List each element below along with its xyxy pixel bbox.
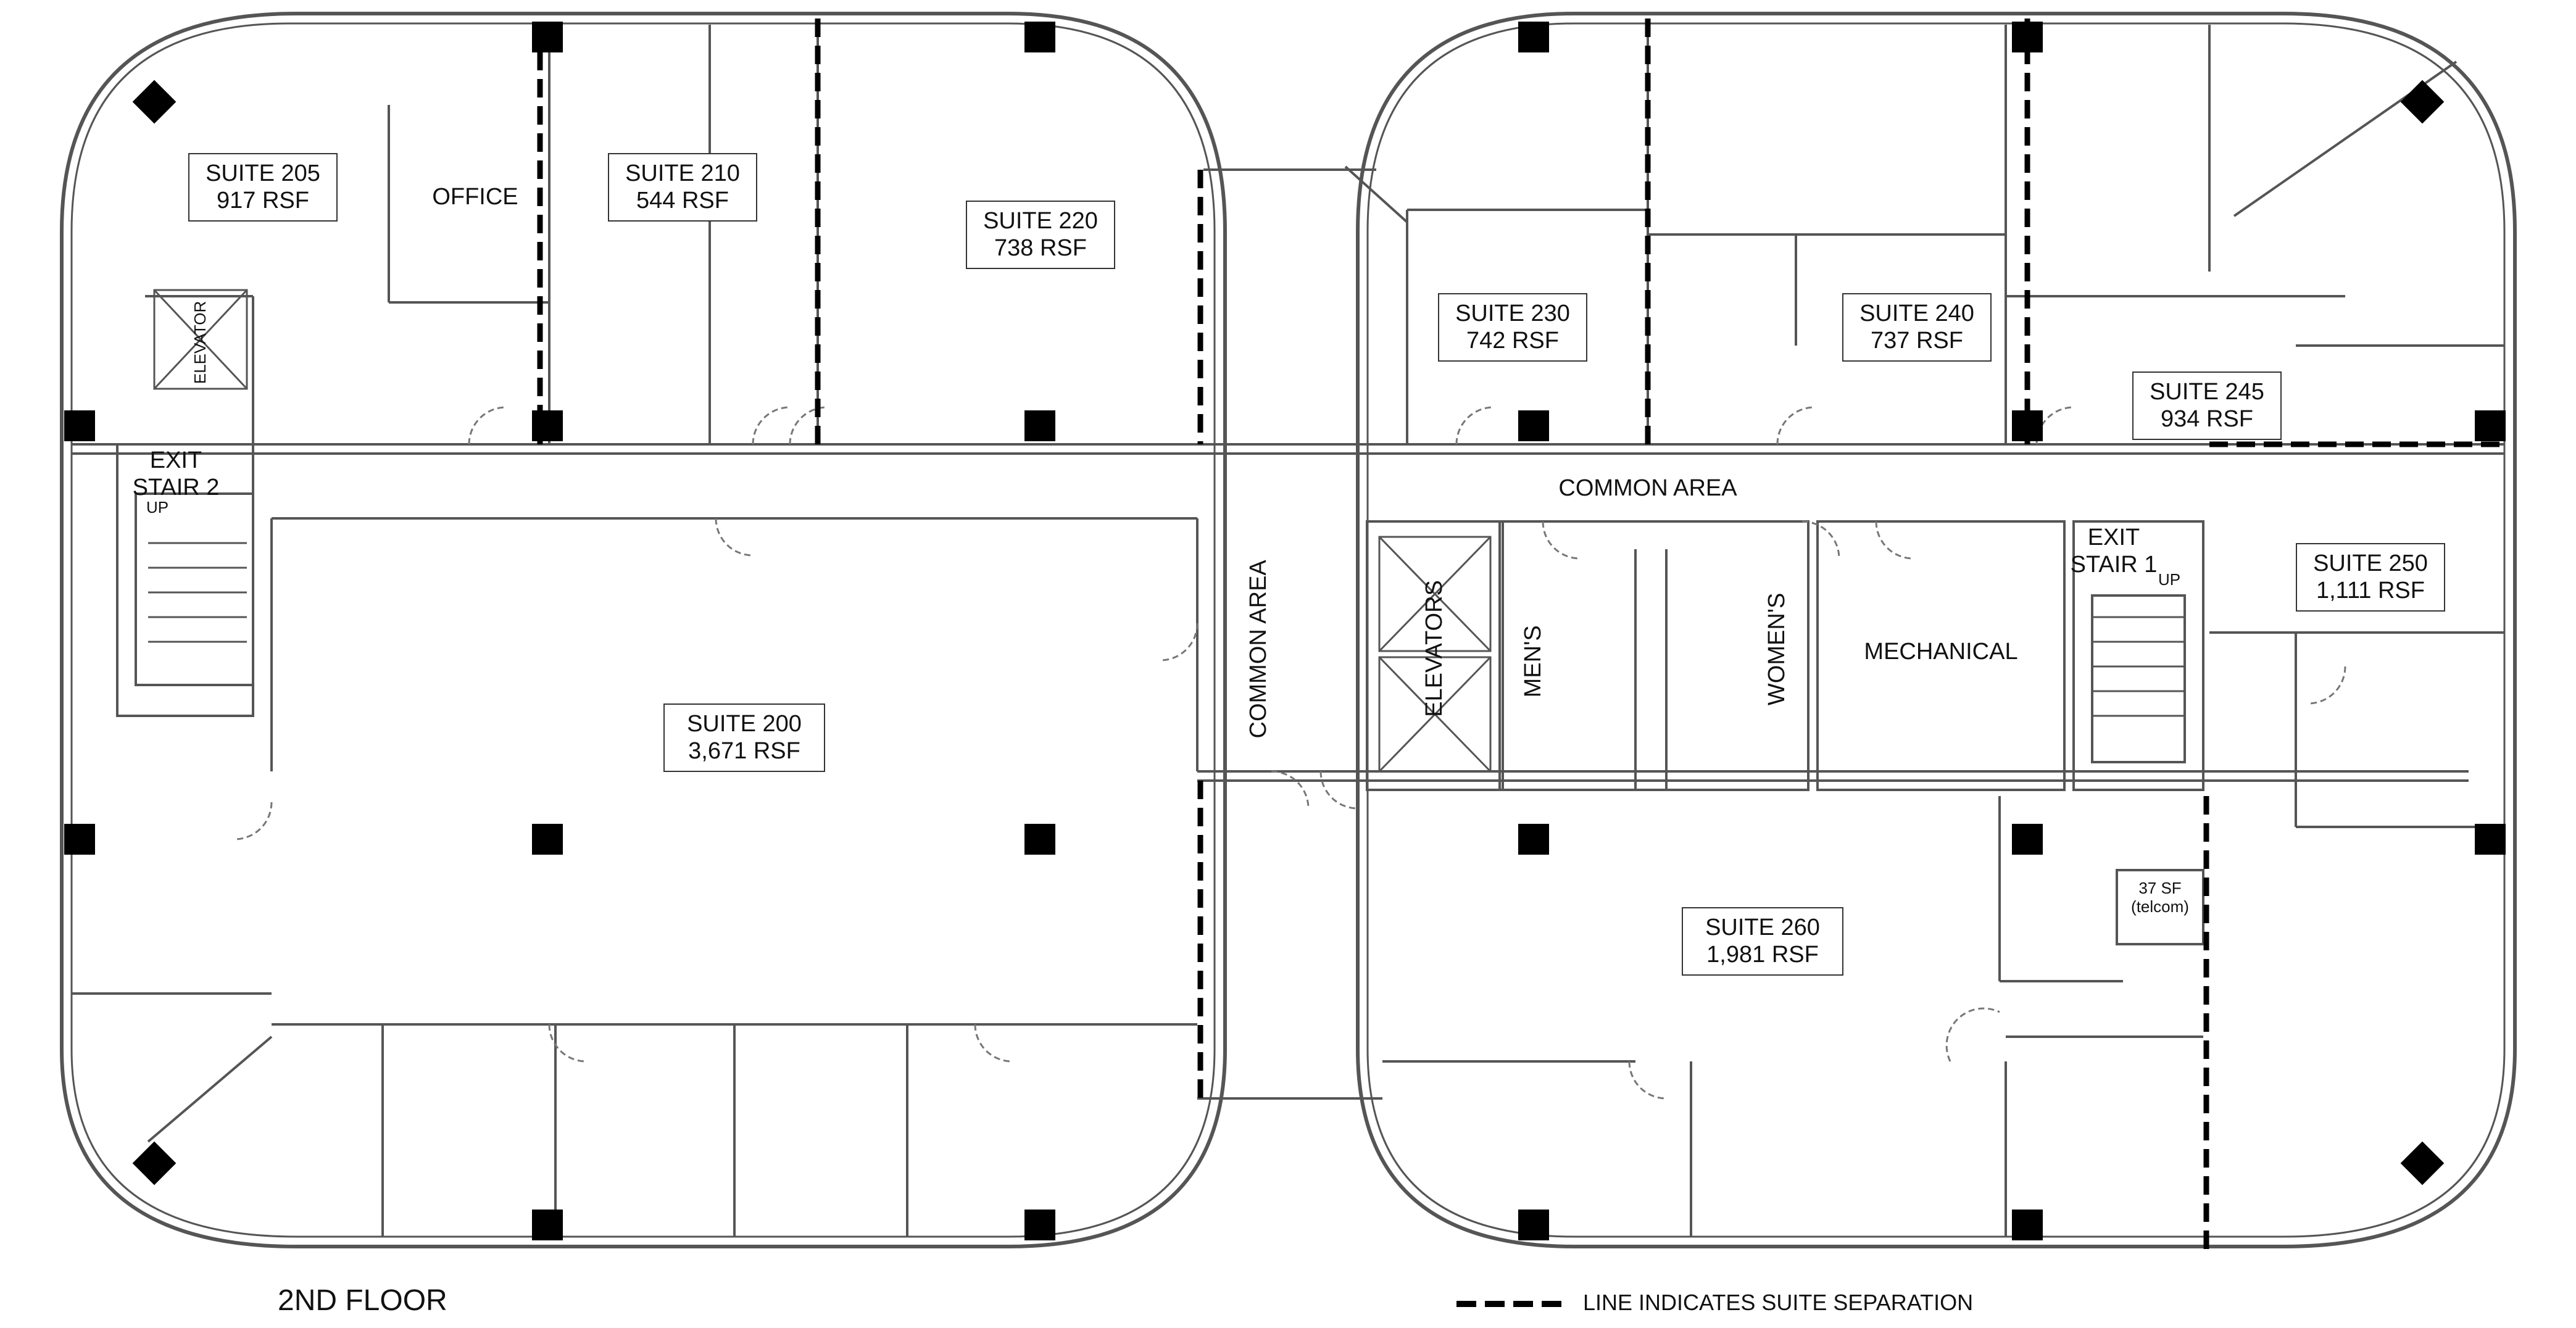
telcom-name: (telcom) — [2131, 897, 2189, 916]
elevator-label: ELEVATOR — [191, 301, 210, 384]
common-area-vertical-label: COMMON AREA — [1245, 560, 1272, 739]
exit-stair-2-label: EXIT STAIR 2 — [132, 447, 220, 500]
suite-220-name: SUITE 220 — [983, 208, 1098, 234]
suite-250-label: SUITE 250 1,111 RSF — [2296, 543, 2445, 612]
suite-240-label: SUITE 240 737 RSF — [1842, 293, 1992, 362]
suite-200-name: SUITE 200 — [687, 711, 802, 737]
suite-260-name: SUITE 260 — [1705, 915, 1820, 940]
suite-240-area: 737 RSF — [1871, 327, 1963, 354]
suite-245-area: 934 RSF — [2161, 405, 2253, 432]
exit-stair-1-label: EXIT STAIR 1 — [2070, 525, 2158, 578]
suite-200-area: 3,671 RSF — [688, 737, 800, 764]
womens-restroom-label: WOMEN'S — [1764, 592, 1790, 706]
suite-230-name: SUITE 230 — [1455, 301, 1570, 326]
suite-210-area: 544 RSF — [636, 187, 729, 214]
common-area-top-label: COMMON AREA — [1558, 475, 1737, 501]
doors — [234, 406, 2346, 1100]
suite-220-area: 738 RSF — [994, 234, 1087, 261]
suite-205-area: 917 RSF — [217, 187, 309, 214]
suite-205-label: SUITE 205 917 RSF — [188, 153, 338, 222]
legend-text: LINE INDICATES SUITE SEPARATION — [1583, 1290, 1974, 1315]
stairs-and-elevator-shafts — [148, 289, 2185, 773]
suite-260-label: SUITE 260 1,981 RSF — [1682, 907, 1843, 976]
suite-250-name: SUITE 250 — [2313, 550, 2428, 576]
suite-210-name: SUITE 210 — [625, 160, 740, 186]
suite-245-name: SUITE 245 — [2150, 379, 2264, 405]
telcom-room-label: 37 SF (telcom) — [2120, 879, 2200, 916]
suite-205-name: SUITE 205 — [206, 160, 320, 186]
suite-260-area: 1,981 RSF — [1706, 941, 1819, 968]
suite-separation-lines — [537, 19, 2504, 1253]
mens-restroom-label: MEN'S — [1520, 625, 1547, 698]
suite-210-label: SUITE 210 544 RSF — [608, 153, 757, 222]
suite-200-label: SUITE 200 3,671 RSF — [663, 703, 825, 773]
suite-230-label: SUITE 230 742 RSF — [1438, 293, 1587, 362]
suite-220-label: SUITE 220 738 RSF — [966, 201, 1115, 270]
suite-230-area: 742 RSF — [1466, 327, 1559, 354]
suite-240-name: SUITE 240 — [1859, 301, 1974, 326]
suite-250-area: 1,111 RSF — [2316, 577, 2425, 604]
stair-1-up-label: UP — [2158, 570, 2181, 589]
stair-2-up-label: UP — [146, 498, 169, 517]
suite-245-label: SUITE 245 934 RSF — [2132, 371, 2282, 441]
structural-columns — [64, 22, 2506, 1240]
telcom-area: 37 SF — [2138, 879, 2182, 897]
exterior-walls — [60, 12, 2517, 1248]
elevators-label: ELEVATORS — [1421, 580, 1448, 717]
office-label: OFFICE — [432, 184, 518, 210]
interior-walls — [72, 25, 2504, 1237]
mechanical-label: MECHANICAL — [1864, 639, 2018, 665]
floor-title: 2ND FLOOR — [278, 1284, 447, 1317]
